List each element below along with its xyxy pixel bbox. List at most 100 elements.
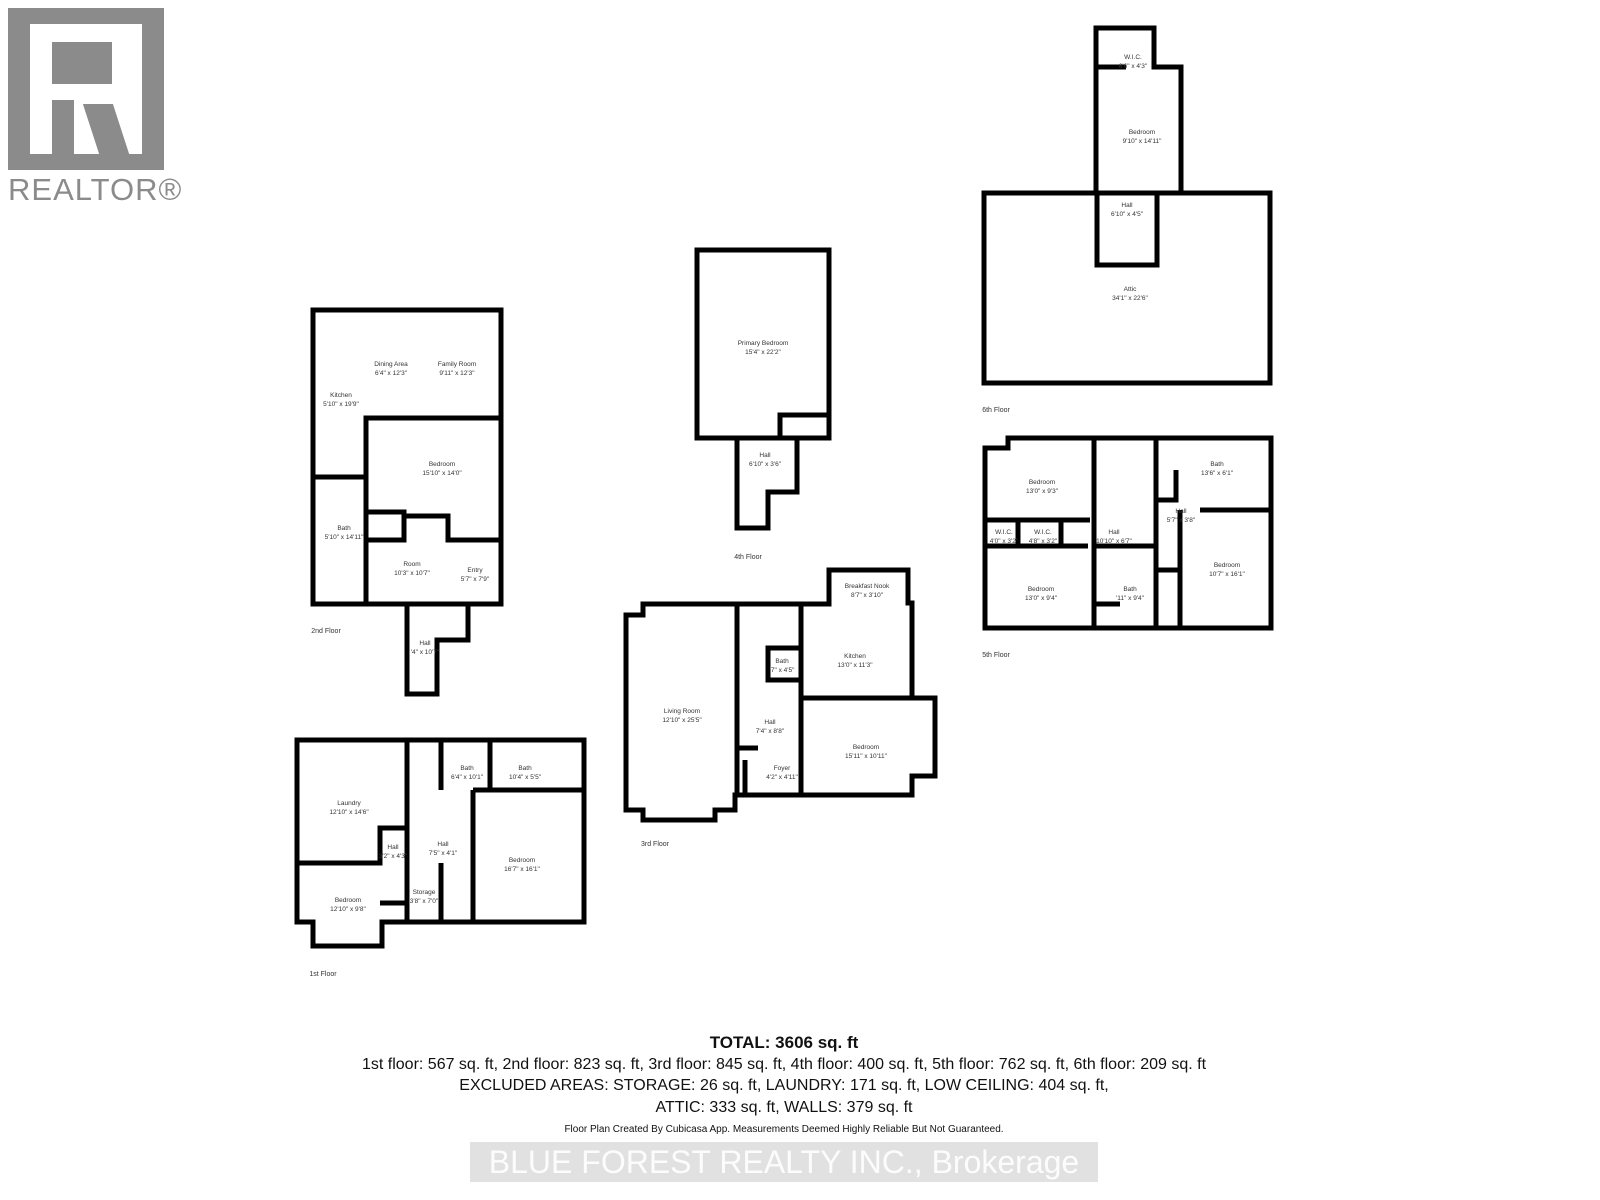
room-dimensions: 13'0" x 9'3" (1026, 488, 1059, 495)
wall (404, 513, 501, 543)
room-dimensions: 4'8" x 3'2" (1029, 538, 1058, 545)
room-label: Kitchen 5'10" x 19'9" (323, 392, 359, 408)
room-dimensions: 12'10" x 14'6" (329, 809, 369, 816)
brokerage-watermark: BLUE FOREST REALTY INC., Brokerage (470, 1142, 1098, 1182)
room-name: Bedroom (1028, 586, 1054, 593)
room-dimensions: 8'7" x 3'10" (851, 592, 884, 599)
room-dimensions: 10'10" x 6'7" (1096, 538, 1132, 545)
room-name: Bath (518, 765, 532, 772)
room-label: Hall 5'7" x 3'8" (1167, 508, 1196, 524)
room-name: Kitchen (330, 392, 352, 399)
wall (982, 435, 1274, 631)
floor-label: 4th Floor (734, 554, 762, 561)
wall (1156, 470, 1179, 503)
room-dimensions: 6'10" x 4'5" (1111, 211, 1144, 218)
room-dimensions: 6'4" x 12'3" (375, 370, 408, 377)
room-name: Hall (1175, 508, 1187, 515)
room-dimensions: '7" x 4'5" (770, 667, 795, 674)
wall (1094, 193, 1160, 268)
room-label: Bath '7" x 4'5" (770, 658, 795, 674)
room-dimensions: 6'6" x 4'3" (1119, 63, 1148, 70)
wall (777, 412, 829, 438)
excluded-areas-2: ATTIC: 333 sq. ft, WALLS: 379 sq. ft (655, 1099, 913, 1116)
room-dimensions: 5'10" x 19'9" (323, 401, 359, 408)
room-name: Hall (1108, 529, 1120, 536)
room-name: Family Room (438, 361, 476, 368)
room-label: W.I.C. 4'0" x 3'2" (990, 529, 1019, 545)
room-label: Dining Area 6'4" x 12'3" (374, 361, 408, 377)
room-dimensions: 9'10" x 14'11" (1123, 138, 1162, 145)
room-dimensions: 5'10" x 14'11" (325, 534, 364, 541)
floor-areas: 1st floor: 567 sq. ft, 2nd floor: 823 sq… (361, 1056, 1207, 1073)
room-dimensions: 10'3" x 10'7" (394, 570, 430, 577)
room-name: Hall (764, 719, 776, 726)
room-dimensions: 13'0" x 9'4" (1025, 595, 1058, 602)
room-name: Room (403, 561, 420, 568)
room-name: Bedroom (509, 857, 535, 864)
room-label: Room 10'3" x 10'7" (394, 561, 430, 577)
room-name: W.I.C. (1034, 529, 1052, 536)
room-dimensions: 13'6" x 6'1" (1201, 470, 1234, 477)
realtor-logo-text: REALTOR® (8, 172, 183, 207)
room-dimensions: '11" x 9'4" (1116, 595, 1145, 602)
room-dimensions: '4" x 10'7" (411, 649, 440, 656)
room-name: Attic (1124, 286, 1137, 293)
room-dimensions: 7'4" x 8'8" (756, 728, 785, 735)
room-name: Hall (437, 841, 449, 848)
room-name: Bedroom (853, 744, 879, 751)
room-label: W.I.C.6'6" x 4'3" (1119, 54, 1148, 70)
room-dimensions: 6'4" x 10'1" (451, 774, 484, 781)
room-dimensions: 5'7" x 7'9" (461, 576, 490, 583)
room-dimensions: 12'10" x 9'8" (330, 906, 366, 913)
wall (294, 737, 587, 949)
room-dimensions: 5'7" x 3'8" (1167, 517, 1196, 524)
room-label: Hall 10'10" x 6'7" (1096, 529, 1132, 545)
room-name: Hall (759, 452, 771, 459)
room-name: Bath (775, 658, 789, 665)
wall (404, 604, 471, 697)
room-label: W.I.C. 4'8" x 3'2" (1029, 529, 1058, 545)
room-name: Bedroom (429, 461, 455, 468)
room-dimensions: 13'0" x 11'3" (837, 662, 873, 669)
room-label: Bedroom 10'7" x 16'1" (1209, 562, 1245, 578)
room-name: Kitchen (844, 653, 866, 660)
room-dimensions: 12'10" x 25'5" (662, 717, 702, 724)
room-label: Laundry 12'10" x 14'6" (329, 800, 369, 816)
room-dimensions: 6'10" x 3'6" (749, 461, 782, 468)
room-dimensions: 15'4" x 22'2" (745, 349, 781, 356)
room-dimensions: 15'11" x 10'11" (845, 753, 888, 760)
room-name: Storage (413, 889, 436, 896)
floor-label: 5th Floor (982, 652, 1010, 659)
room-dimensions: 7'5" x 4'1" (429, 850, 458, 857)
room-dimensions: 3'2" x 4'3" (379, 853, 408, 860)
realtor-logo-mark (8, 8, 164, 170)
wall (981, 190, 1273, 386)
wall (297, 825, 407, 866)
room-dimensions: 4'0" x 3'2" (990, 538, 1019, 545)
plan-credit: Floor Plan Created By Cubicasa App. Meas… (564, 1124, 1004, 1135)
room-label: Bedroom 13'0" x 9'4" (1025, 586, 1058, 602)
wall (1093, 25, 1184, 193)
room-name: Bedroom (1029, 479, 1055, 486)
room-name: Bath (1123, 586, 1137, 593)
wall (694, 247, 832, 441)
wall (310, 307, 504, 607)
room-name: W.I.C. (995, 529, 1013, 536)
room-name: Laundry (337, 800, 361, 807)
room-name: Breakfast Nook (845, 583, 890, 590)
room-name: Bedroom (1214, 562, 1240, 569)
wall (366, 509, 407, 543)
room-name: Dining Area (374, 361, 408, 368)
room-name: Bedroom (1129, 129, 1155, 136)
wall (765, 645, 804, 683)
floor-label: 2nd Floor (311, 628, 341, 635)
room-dimensions: 10'7" x 16'1" (1209, 571, 1245, 578)
room-name: Hall (419, 640, 431, 647)
